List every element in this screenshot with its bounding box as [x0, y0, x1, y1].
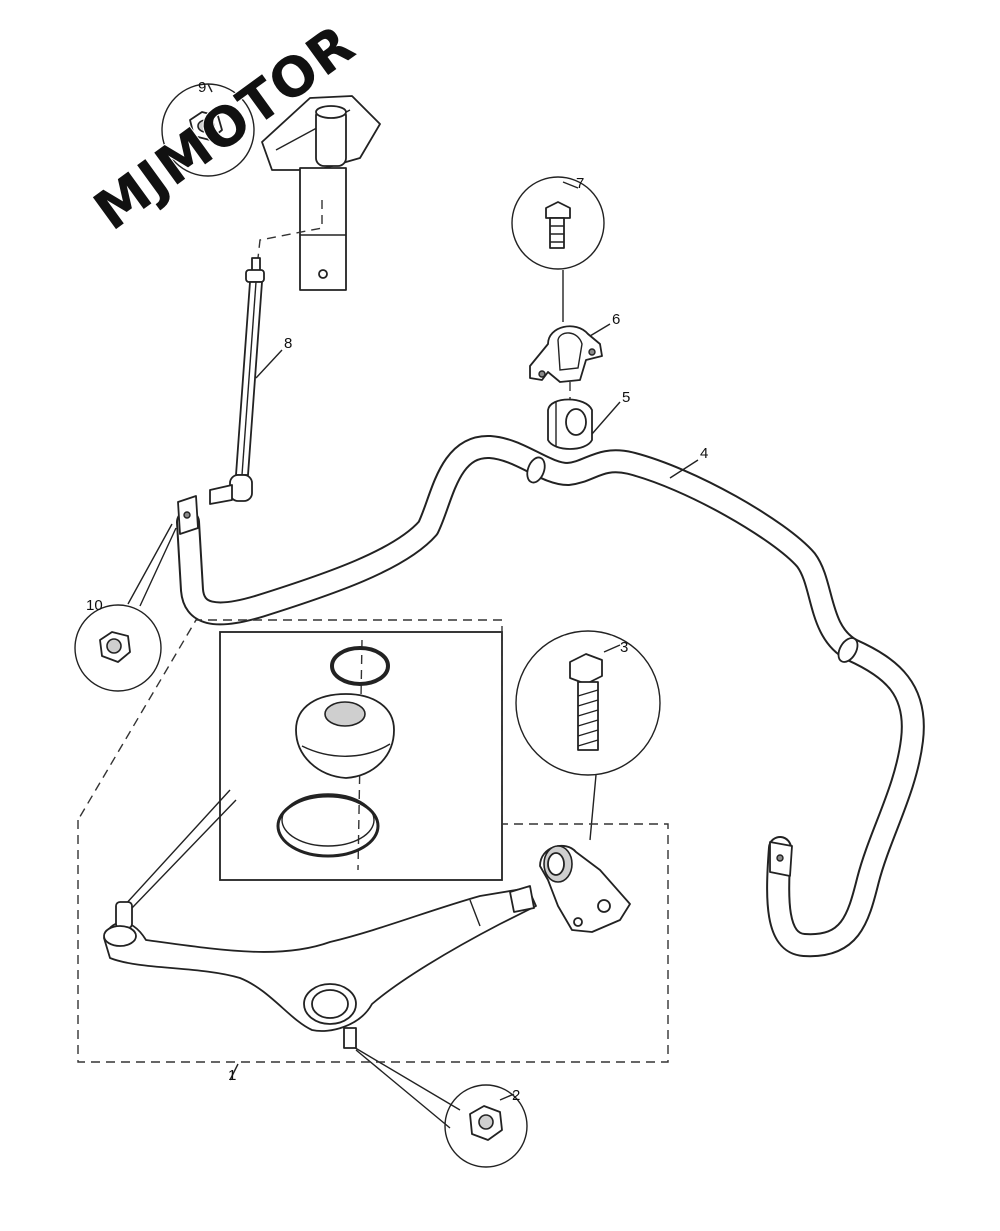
callout-nut-10	[74, 523, 177, 692]
callout-number-7: 7	[576, 175, 584, 192]
callout-nut-2	[351, 1045, 528, 1168]
callout-numbers: 1 2 3 4 5 6 7 8 9 10	[86, 79, 708, 1104]
callout-number-3: 3	[620, 639, 628, 656]
stabilizer-link	[209, 257, 265, 505]
callout-number-6: 6	[612, 311, 620, 328]
callout-number-9: 9	[198, 79, 206, 96]
callout-bolt-3	[515, 630, 661, 841]
strut-assembly	[257, 95, 381, 291]
bar-bushing	[547, 382, 593, 450]
stabilizer-bar	[176, 435, 925, 958]
callout-bolt-7	[511, 176, 605, 322]
callout-number-2: 2	[512, 1087, 520, 1104]
callout-number-5: 5	[622, 389, 630, 406]
callout-number-10: 10	[86, 597, 103, 614]
bar-clamp	[529, 325, 603, 383]
leader-lines	[229, 323, 699, 1081]
callout-number-8: 8	[284, 335, 292, 352]
callout-nut-9	[161, 83, 255, 177]
ball-joint-inset	[123, 631, 503, 909]
callout-number-4: 4	[700, 445, 708, 462]
lower-control-arm	[77, 619, 669, 1063]
callout-number-1: 1	[228, 1067, 236, 1084]
